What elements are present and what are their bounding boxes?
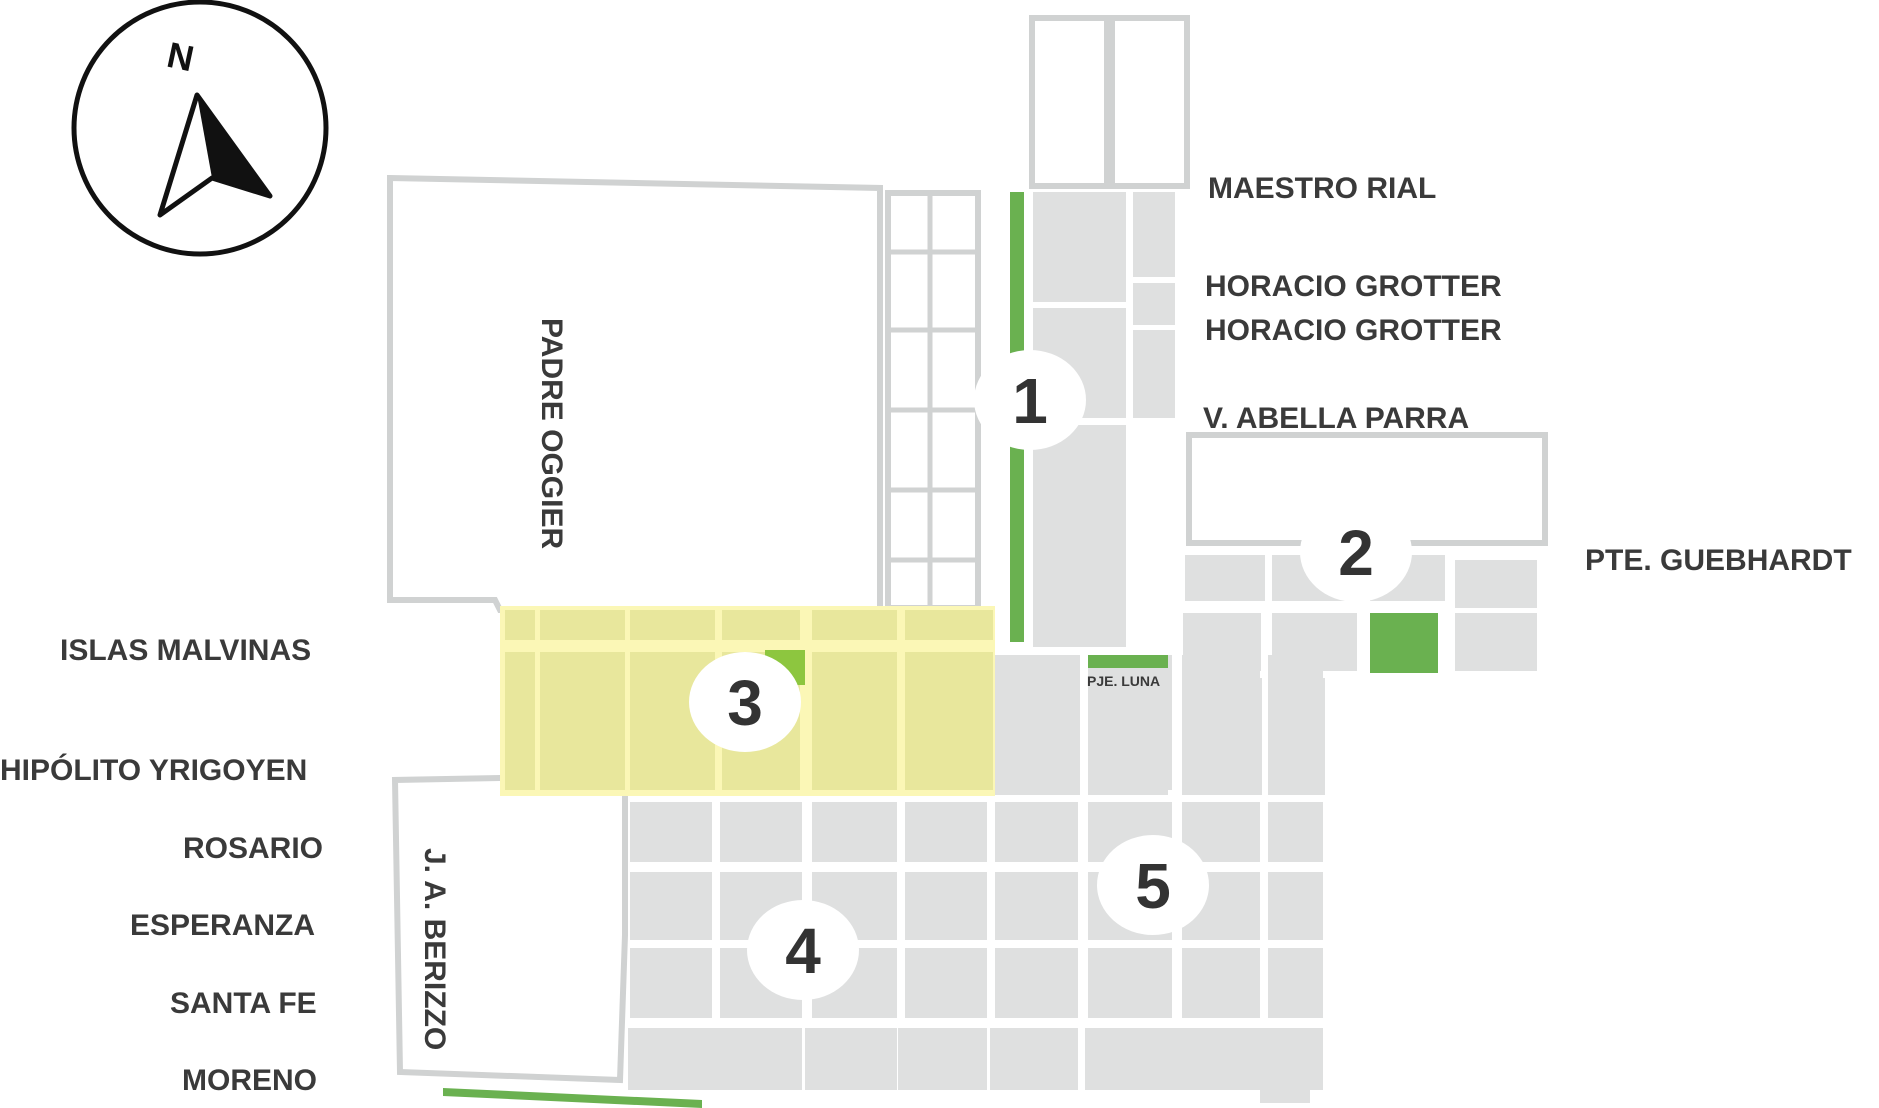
block-bottom-2 — [898, 1028, 983, 1090]
svg-text:2: 2 — [1338, 517, 1374, 589]
street-padre-oggier: PADRE OGGIER — [535, 318, 568, 549]
north-outline-block-b — [1109, 15, 1190, 189]
block-north-far-0 — [1133, 192, 1175, 277]
block-bottom-4 — [1085, 1028, 1165, 1090]
zone3-block-r1-c4 — [812, 652, 897, 790]
block-east-upper-2 — [1182, 678, 1262, 795]
street-maestro-rial: MAESTRO RIAL — [1208, 172, 1436, 205]
block-north-far-2 — [1133, 330, 1175, 418]
gray-blocks — [628, 192, 1537, 1103]
street-esperanza: ESPERANZA — [130, 909, 315, 942]
block-grid-r2-c4 — [995, 872, 1078, 940]
street-hipolito-yrigoyen: HIPÓLITO YRIGOYEN — [0, 753, 307, 787]
zone-marker-1: 1 — [974, 350, 1086, 450]
northwest-field — [387, 174, 883, 613]
street-rosario: ROSARIO — [183, 832, 323, 865]
block-grid-r3-c3 — [905, 948, 987, 1018]
zone-marker-3: 3 — [689, 652, 801, 752]
block-bottom-3 — [990, 1028, 1078, 1090]
north-arrow-dark-half — [197, 95, 270, 196]
zone3-block-r0-c0 — [505, 610, 535, 640]
block-east-upper-1 — [1088, 672, 1168, 795]
block-east-upper-0 — [995, 655, 1080, 795]
svg-text:3: 3 — [727, 667, 763, 739]
north-column-lines — [888, 193, 978, 608]
block-grid-r3-c4 — [995, 948, 1078, 1018]
zone-markers: 1 2 3 4 5 — [689, 350, 1412, 1000]
zone-3-area — [500, 606, 995, 796]
street-moreno: MORENO — [182, 1064, 317, 1097]
street-islas-malvinas: ISLAS MALVINAS — [60, 634, 311, 667]
street-abella-parra: V. ABELLA PARRA — [1203, 402, 1469, 435]
zone3-block-r0-c2 — [630, 610, 715, 640]
block-grid-r3-c7 — [1268, 948, 1323, 1018]
block-north-east-2 — [1033, 425, 1126, 647]
street-berizzo: J. A. BERIZZO — [418, 848, 451, 1050]
svg-text:4: 4 — [785, 915, 821, 987]
zone3-block-r0-c4 — [812, 610, 897, 640]
block-grid-r2-c7 — [1268, 872, 1323, 940]
moreno-strip — [443, 1088, 702, 1108]
block-grid-r1-c7 — [1268, 802, 1323, 862]
block-bottom-5 — [1172, 1028, 1252, 1090]
street-pje-luna: PJE. LUNA — [1087, 673, 1160, 689]
block-north-far-1 — [1133, 283, 1175, 325]
street-horacio-grotter-1: HORACIO GROTTER — [1205, 270, 1502, 303]
block-grid-r3-c0 — [630, 948, 712, 1018]
block-bottom-0 — [628, 1028, 798, 1090]
block-grid-r1-c0 — [630, 802, 712, 862]
pje-luna-strip — [1088, 655, 1168, 668]
zone3-block-r0-c5 — [905, 610, 993, 640]
zone3-block-r1-c1 — [540, 652, 625, 790]
street-santa-fe: SANTA FE — [170, 987, 317, 1020]
zone2-plaza — [1370, 613, 1438, 673]
block-bottom-6 — [1260, 1028, 1310, 1103]
block-grid-r1-c2 — [812, 802, 897, 862]
block-grid-r2-c3 — [905, 872, 987, 940]
zone-marker-4: 4 — [747, 900, 859, 1000]
north-arrow-compass: N — [71, 0, 329, 257]
block-grid-r1-c4 — [995, 802, 1078, 862]
zone-marker-5: 5 — [1097, 835, 1209, 935]
block-grid-r3-c6 — [1182, 948, 1260, 1018]
north-outline-block-a — [1029, 15, 1110, 189]
block-zone2-row1-3 — [1455, 560, 1537, 608]
street-labels: MAESTRO RIAL HORACIO GROTTER HORACIO GRO… — [0, 172, 1852, 1097]
block-north-east-0 — [1033, 192, 1126, 302]
north-column-west — [885, 190, 981, 611]
block-east-upper-3 — [1268, 678, 1325, 795]
zone3-block-r0-c1 — [540, 610, 625, 640]
block-grid-r2-c0 — [630, 872, 712, 940]
block-grid-r3-c5 — [1088, 948, 1172, 1018]
zone3-block-r1-c0 — [505, 652, 535, 790]
street-guebhardt: PTE. GUEBHARDT — [1585, 544, 1852, 577]
street-horacio-grotter-2: HORACIO GROTTER — [1205, 314, 1502, 347]
block-zone2-row2-2 — [1455, 613, 1537, 671]
zone3-block-r0-c3 — [722, 610, 800, 640]
block-grid-r1-c3 — [905, 802, 987, 862]
block-bottom-1 — [805, 1028, 890, 1090]
zone3-block-r1-c5 — [905, 652, 993, 790]
block-grid-r1-c1 — [720, 802, 802, 862]
block-zone2-row1-0 — [1185, 555, 1265, 601]
svg-text:1: 1 — [1012, 365, 1048, 437]
zone-marker-2: 2 — [1300, 502, 1412, 602]
svg-text:5: 5 — [1135, 850, 1171, 922]
